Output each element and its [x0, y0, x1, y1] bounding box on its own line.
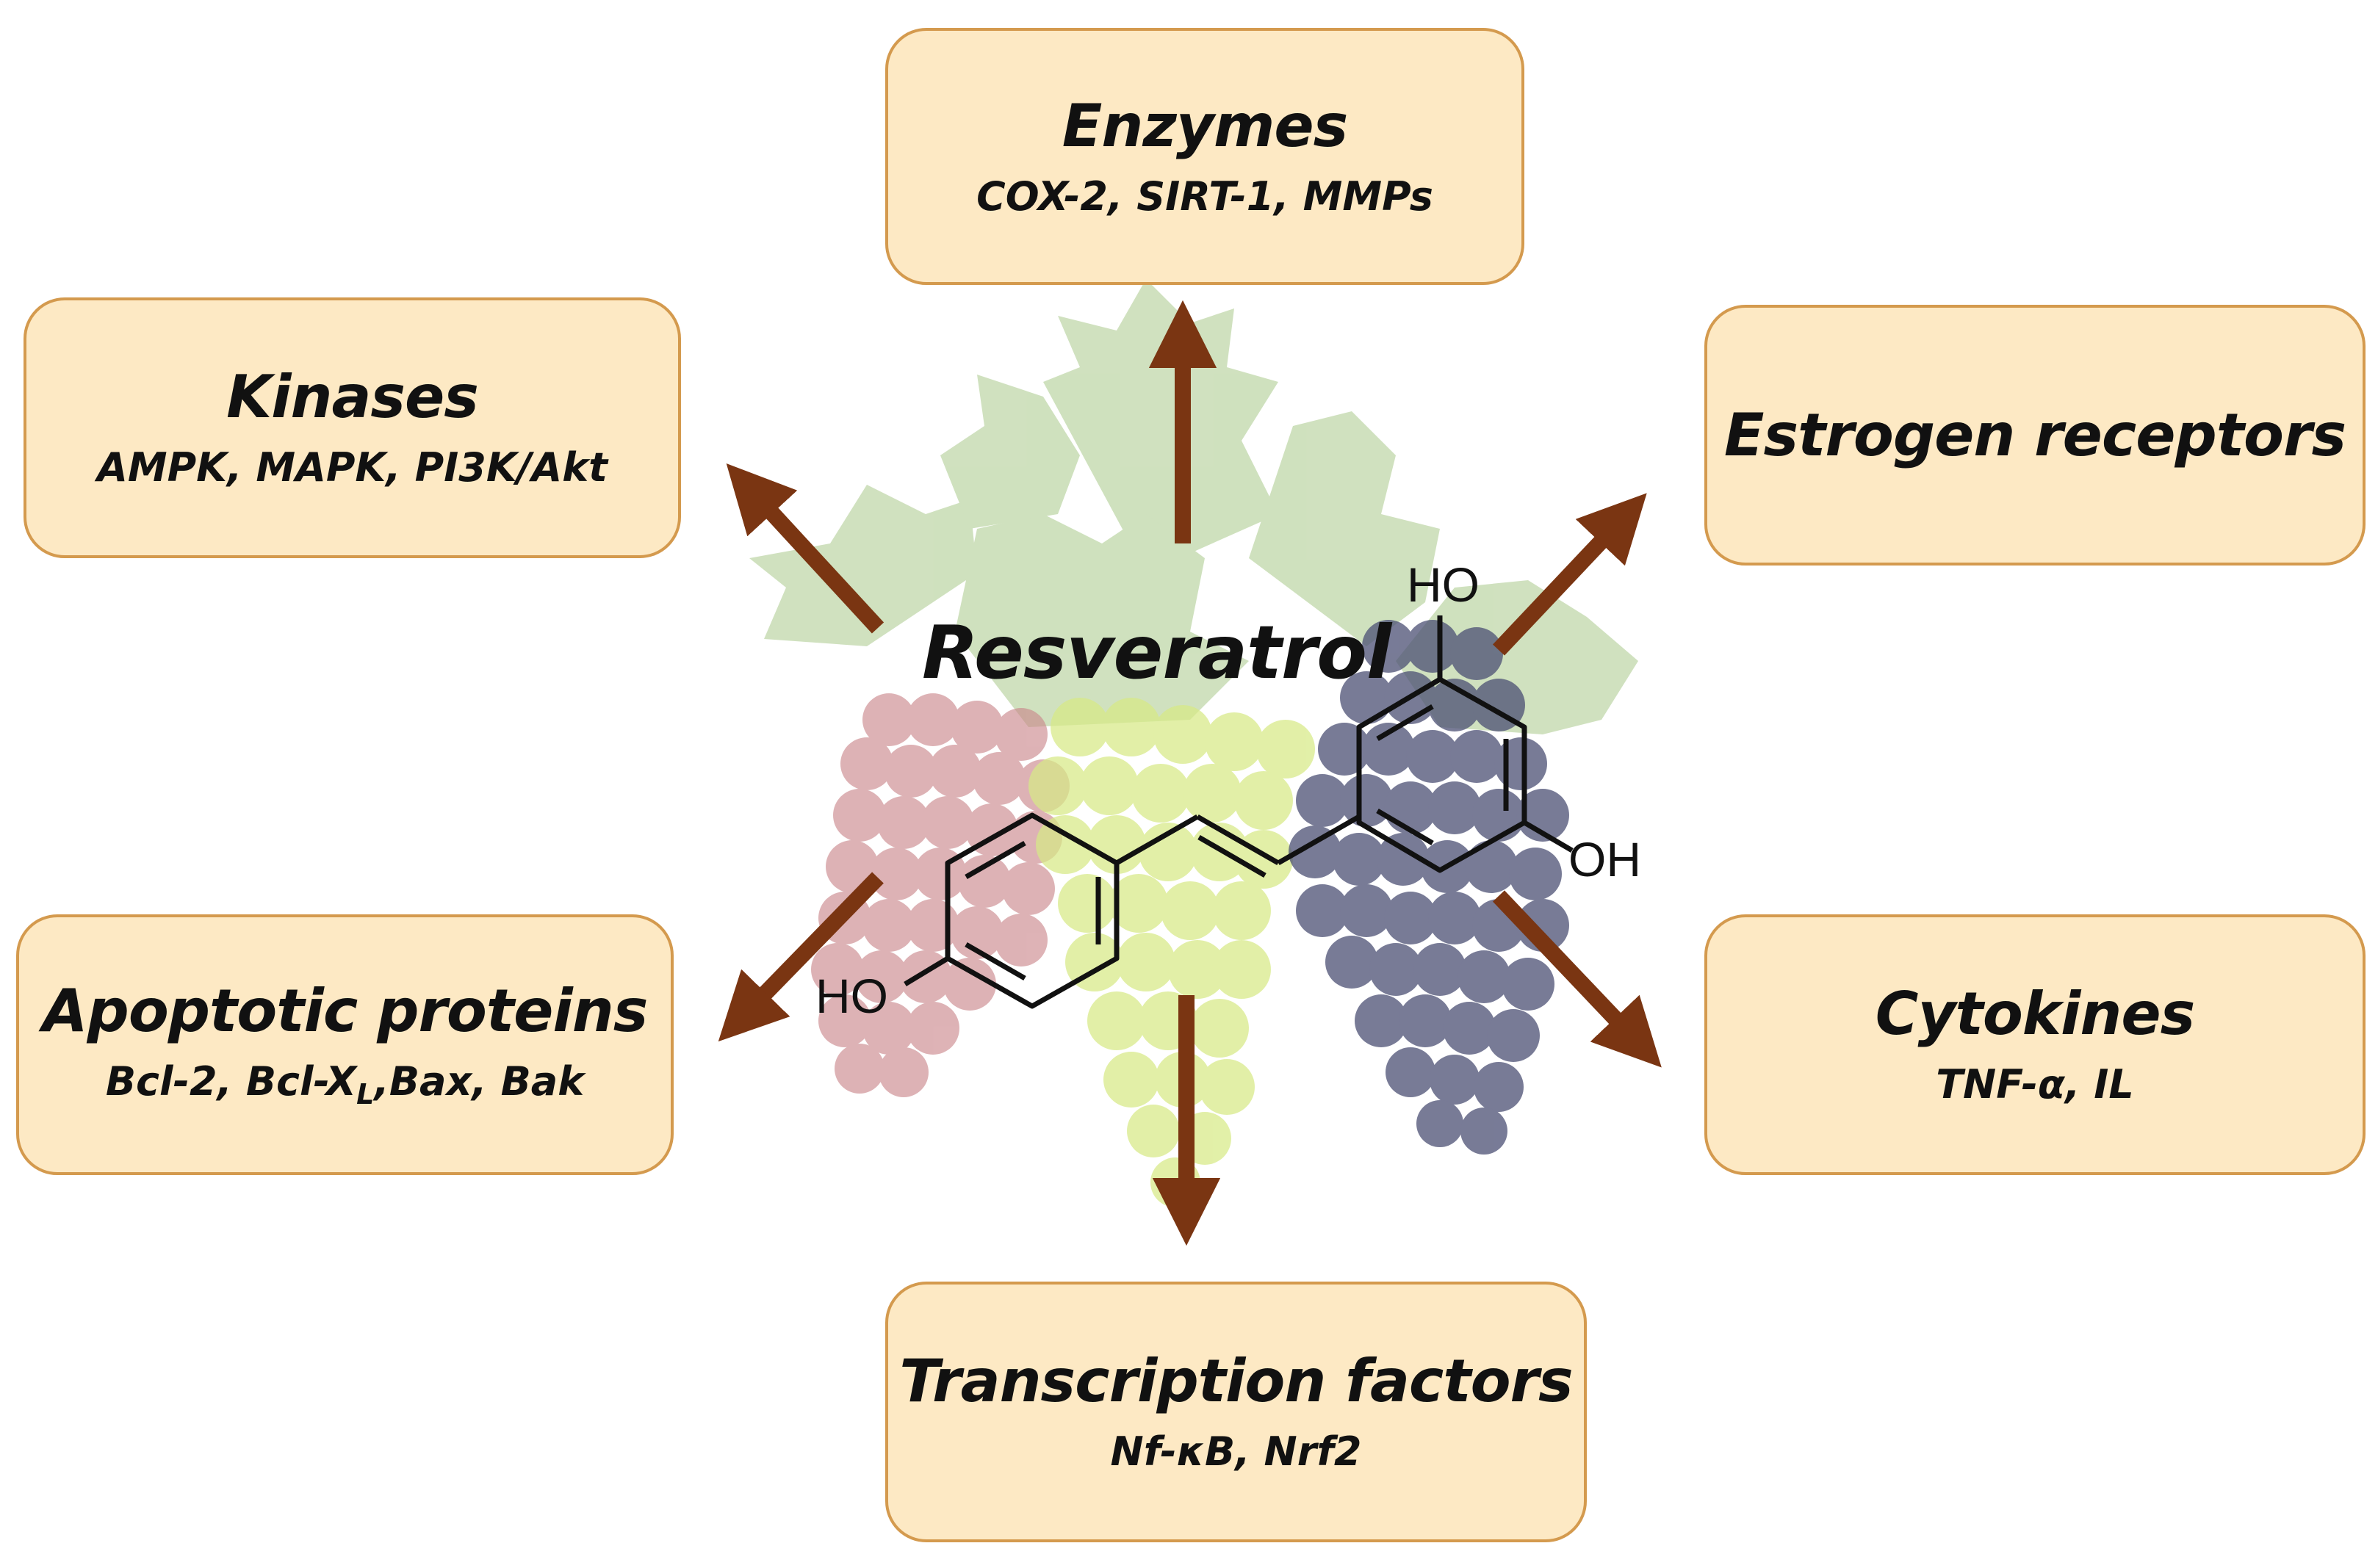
leaf-upper-right [1249, 411, 1440, 646]
apoptotic-proteins-box: Apoptotic proteins Bcl-2, Bcl-XL,Bax, Ba… [16, 914, 674, 1175]
green-grape-cluster [1028, 698, 1315, 1207]
leaf-left [749, 485, 977, 646]
arrow-to-cytokines [1493, 890, 1662, 1068]
transcription-factors-examples: Nf-κB, Nrf2 [1110, 1428, 1362, 1475]
resveratrol-title: Resveratrol [922, 610, 1391, 696]
cytokines-box: Cytokines TNF-α, IL [1704, 914, 2366, 1175]
leaf-upper-left [940, 375, 1080, 529]
bond-oh-right [1523, 820, 1574, 853]
resveratrol-structure [904, 615, 1574, 1009]
enzymes-box: Enzymes COX-2, SIRT-1, MMPs [885, 28, 1524, 285]
leaf-top [1043, 279, 1278, 573]
oh-right-label: OH [1568, 832, 1641, 886]
apoptotic-proteins-examples: Bcl-2, Bcl-XL,Bax, Bak [106, 1058, 584, 1112]
transcription-factors-title: Transcription factors [899, 1347, 1573, 1416]
arrow-to-estrogen [1493, 493, 1647, 656]
kinases-examples: AMPK, MAPK, PI3K/Akt [97, 444, 608, 491]
arrow-to-apoptotic [718, 872, 884, 1042]
apoptotic-examples-part-b: ,Bax, Bak [374, 1058, 585, 1105]
red-grape-cluster [811, 693, 1070, 1097]
apoptotic-proteins-title: Apoptotic proteins [42, 977, 649, 1046]
arrows [718, 300, 1662, 1246]
estrogen-receptors-title: Estrogen receptors [1723, 400, 2346, 469]
resorcinol-ring-right [1356, 676, 1527, 873]
estrogen-receptors-box: Estrogen receptors [1704, 305, 2366, 566]
apoptotic-examples-part-a: Bcl-2, Bcl-X [105, 1058, 357, 1105]
kinases-title: Kinases [226, 363, 479, 432]
transcription-factors-box: Transcription factors Nf-κB, Nrf2 [885, 1282, 1587, 1542]
enzymes-title: Enzymes [1062, 91, 1349, 160]
dark-grape-cluster [1289, 620, 1569, 1155]
cytokines-examples: TNF-α, IL [1936, 1061, 2134, 1108]
trans-double-bond [1196, 814, 1280, 866]
bcl-x-subscript: L [356, 1078, 375, 1111]
leaf-middle [955, 514, 1249, 727]
ho-top-label: HO [1407, 557, 1480, 612]
ho-left-label: HO [815, 969, 888, 1023]
enzymes-examples: COX-2, SIRT-1, MMPs [976, 173, 1433, 220]
bond-ho-left [904, 956, 949, 986]
arrow-to-kinases [726, 463, 884, 634]
grape-leaves [749, 279, 1638, 734]
kinases-box: Kinases AMPK, MAPK, PI3K/Akt [24, 297, 681, 558]
cytokines-title: Cytokines [1875, 980, 2196, 1049]
